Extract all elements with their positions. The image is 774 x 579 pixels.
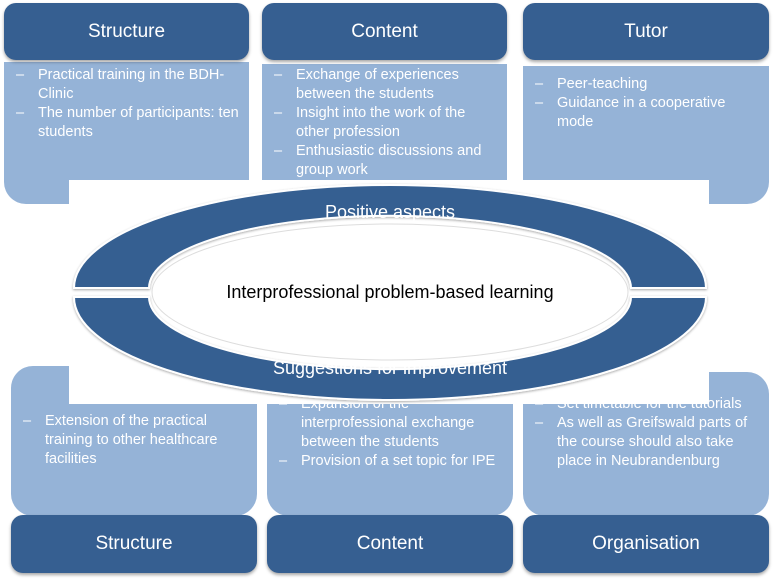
suggestions-label: Suggestions for improvement	[272, 358, 508, 378]
header-title: Structure	[87, 20, 166, 42]
positive-content-list: Exchange of experiences between the stud…	[262, 66, 499, 180]
positive-tutor-list: Peer-teaching Guidance in a cooperative …	[523, 75, 761, 132]
suggestion-structure-panel: Extension of the practical training to o…	[11, 366, 257, 516]
header-title: Organisation	[592, 533, 700, 554]
header-title: Content	[351, 20, 418, 42]
suggestion-organisation-header: Organisation	[523, 515, 769, 573]
positive-ring-segment	[72, 184, 708, 289]
center-title: Interprofessional problem-based learning	[226, 282, 554, 302]
positive-structure-header: Structure	[4, 3, 249, 60]
suggestion-structure-header: Structure	[11, 515, 257, 573]
header-title: Content	[356, 533, 424, 554]
list-item: Exchange of experiences between the stud…	[262, 66, 499, 104]
list-item: Peer-teaching	[523, 75, 761, 94]
list-item: Insight into the work of the other profe…	[262, 104, 499, 142]
list-item: Practical training in the BDH-Clinic	[4, 66, 241, 104]
list-item: The number of participants: ten students	[4, 104, 241, 142]
list-item: Guidance in a cooperative mode	[523, 94, 761, 132]
list-item: As well as Greifswald parts of the cours…	[523, 414, 761, 471]
list-item: Provision of a set topic for IPE	[267, 452, 505, 471]
suggestions-ring-segment	[72, 296, 708, 401]
positive-content-panel: Exchange of experiences between the stud…	[262, 64, 507, 180]
header-title: Structure	[95, 533, 173, 554]
list-item: Enthusiastic discussions and group work	[262, 142, 499, 180]
header-title: Tutor	[624, 20, 668, 42]
suggestion-structure-list: Extension of the practical training to o…	[11, 412, 249, 469]
suggestion-content-panel: Expansion of the interprofessional excha…	[267, 397, 513, 516]
positive-aspects-label: Positive aspects	[324, 202, 456, 222]
positive-tutor-header: Tutor	[523, 3, 769, 60]
list-item: Extension of the practical training to o…	[11, 412, 249, 469]
positive-content-header: Content	[262, 3, 507, 60]
suggestion-content-header: Content	[267, 515, 513, 573]
center-ellipse	[151, 223, 629, 361]
positive-structure-list: Practical training in the BDH-Clinic The…	[4, 66, 241, 142]
